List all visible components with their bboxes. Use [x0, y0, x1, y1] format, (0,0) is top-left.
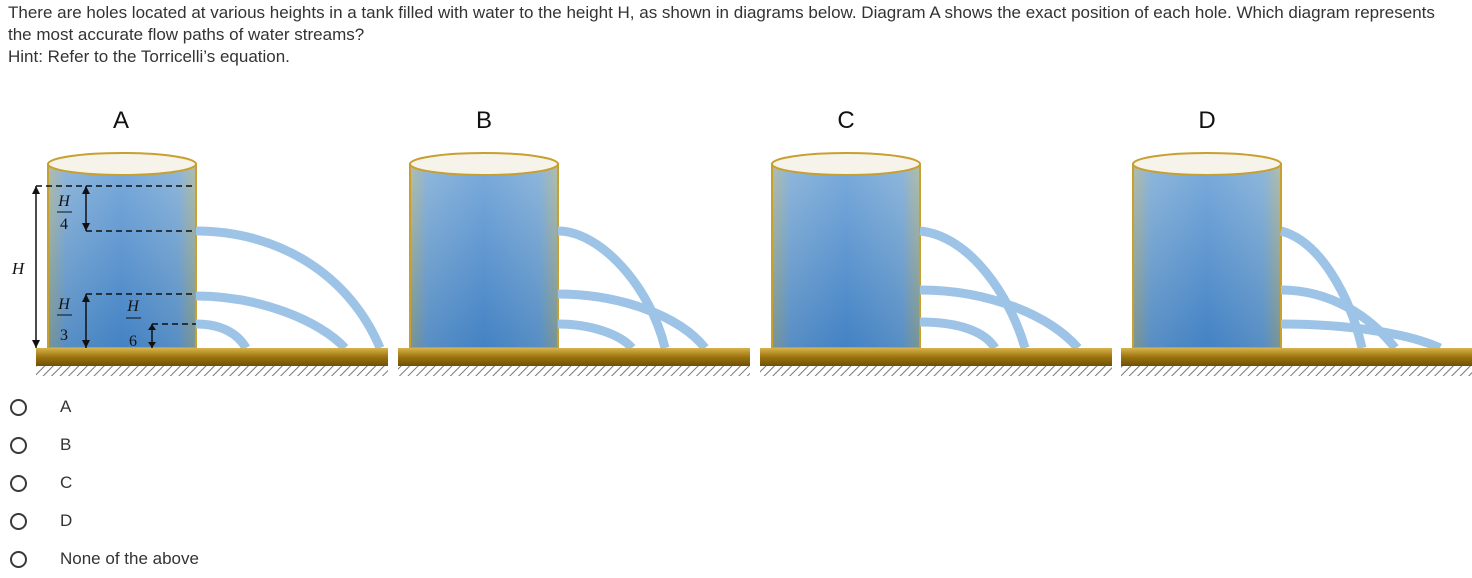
tank-rim-c — [771, 152, 921, 176]
panel-label-b: B — [476, 107, 492, 134]
panel-d: D — [1121, 107, 1472, 376]
stream-c-mid — [919, 285, 1082, 352]
radio-d[interactable] — [10, 512, 27, 530]
panel-c: C — [760, 107, 1112, 376]
radio-b[interactable] — [10, 436, 27, 454]
svg-text:H: H — [126, 298, 140, 315]
panel-label-c: C — [837, 107, 854, 134]
stream-b-mid — [557, 289, 709, 351]
base-b — [398, 348, 750, 366]
option-d[interactable]: D — [0, 502, 420, 540]
svg-text:H: H — [57, 296, 71, 313]
base-a — [36, 348, 388, 366]
tank-diagrams: A H H 4 H 3 H 6 — [11, 107, 1472, 376]
dim-h: H — [11, 259, 26, 278]
panel-label-a: A — [113, 107, 129, 134]
tank-rim-d — [1132, 152, 1282, 176]
stream-b-top — [557, 226, 670, 350]
option-b[interactable]: B — [0, 426, 420, 464]
panel-a: A H H 4 H 3 H 6 — [11, 107, 388, 376]
option-c-label: C — [60, 473, 73, 492]
radio-c[interactable] — [10, 474, 27, 492]
question-hint: Hint: Refer to the Torricelli’s equation… — [8, 47, 290, 66]
option-a[interactable]: A — [0, 388, 420, 426]
option-none-label: None of the above — [60, 549, 199, 568]
option-a-label: A — [60, 397, 72, 416]
stream-c-top — [919, 226, 1030, 350]
svg-text:4: 4 — [60, 216, 68, 233]
svg-text:3: 3 — [60, 327, 68, 344]
question-text: There are holes located at various heigh… — [8, 2, 1448, 68]
stream-c-low — [919, 317, 999, 351]
panel-label-d: D — [1198, 107, 1215, 134]
tank-rim-a — [47, 152, 197, 176]
option-d-label: D — [60, 511, 73, 530]
stream-d-low — [1280, 319, 1442, 353]
option-c[interactable]: C — [0, 464, 420, 502]
option-none[interactable]: None of the above — [0, 540, 420, 578]
panel-b: B — [398, 107, 750, 376]
svg-text:H: H — [57, 193, 71, 210]
stream-a-low — [195, 319, 250, 351]
stream-d-mid — [1280, 285, 1399, 351]
tank-rim-b — [409, 152, 559, 176]
option-b-label: B — [60, 435, 72, 454]
base-c — [760, 348, 1112, 366]
radio-none[interactable] — [10, 550, 27, 568]
radio-a[interactable] — [10, 398, 27, 416]
stream-a-mid — [195, 291, 349, 352]
svg-text:6: 6 — [129, 333, 137, 350]
stream-b-low — [557, 319, 636, 352]
base-d — [1121, 348, 1472, 366]
question-body: There are holes located at various heigh… — [8, 3, 1435, 44]
stream-a-top — [195, 226, 385, 350]
